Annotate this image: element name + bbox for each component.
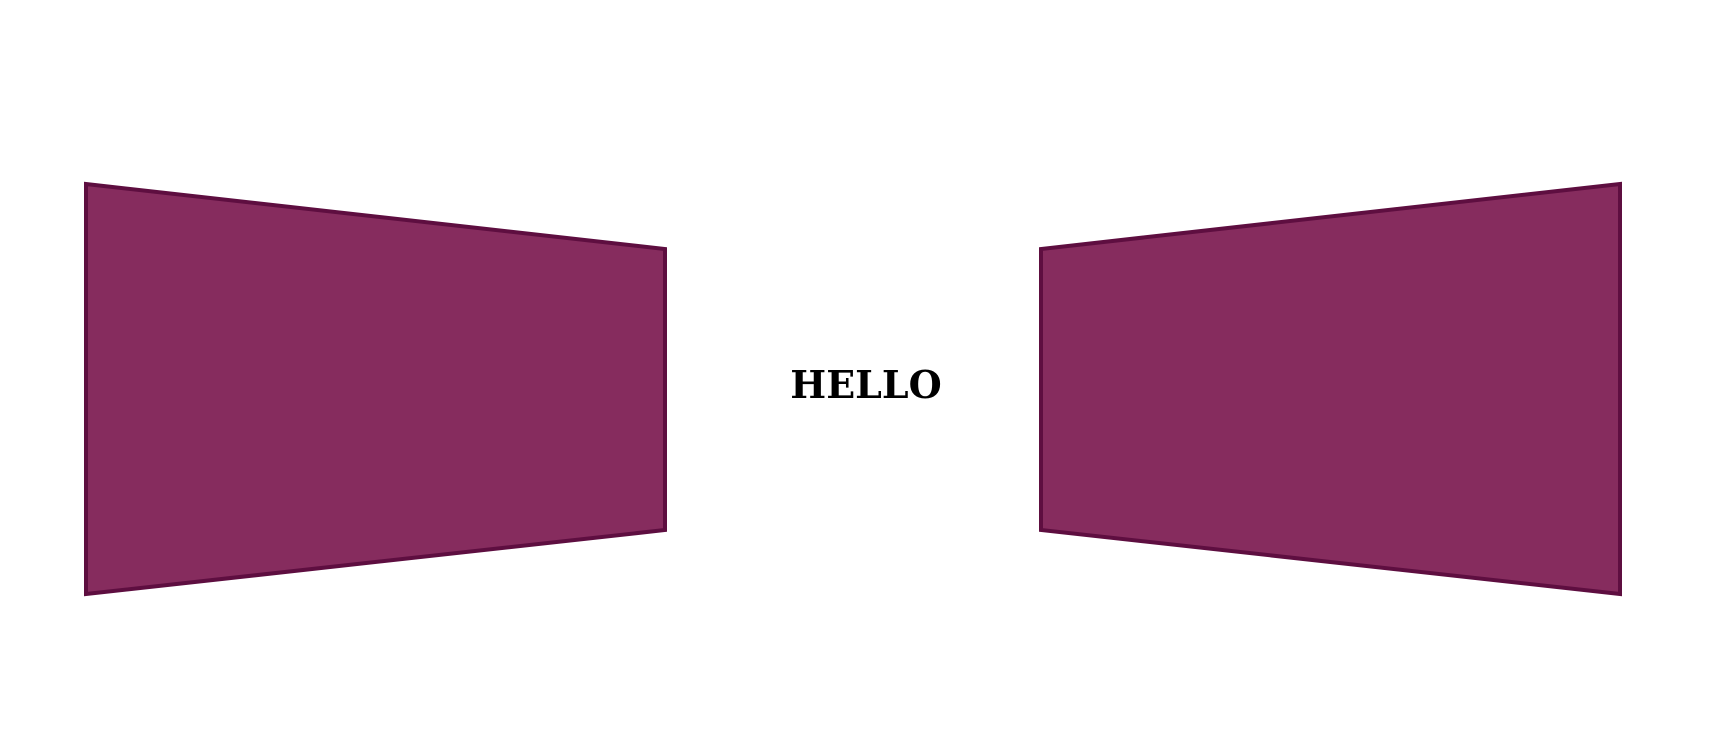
left-trapezoid-panel [84, 181, 667, 597]
hello-label: HELLO [790, 362, 942, 407]
right-trapezoid-panel [1039, 181, 1622, 597]
